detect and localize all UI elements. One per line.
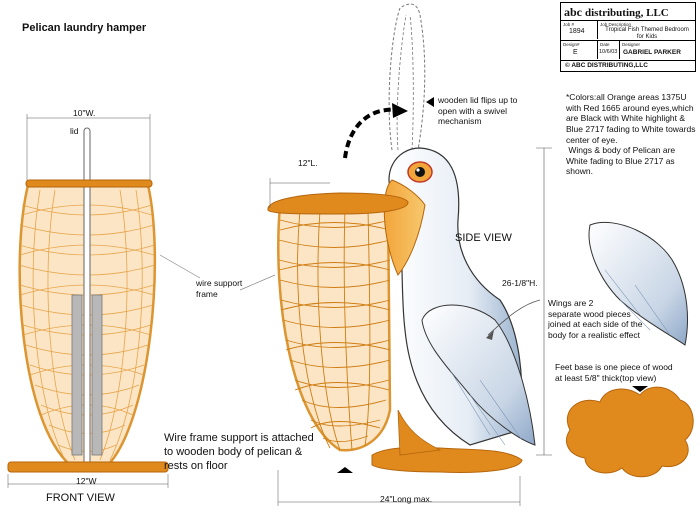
- lid-open-outline: [388, 3, 426, 151]
- date-label: Date: [600, 42, 610, 47]
- front-center-post: [83, 127, 91, 469]
- feet-note: Feet base is one piece of wood at least …: [555, 362, 673, 383]
- date-value: 10/6/03: [599, 49, 618, 55]
- dim-height: 26-1/8"H.: [502, 278, 538, 288]
- lid-label: lid: [70, 126, 79, 136]
- dim-front-width: 10"W.: [73, 108, 96, 118]
- wings-note: Wings are 2 separate wood pieces joined …: [548, 298, 643, 340]
- design-label: Design#: [563, 42, 580, 47]
- job-value: 1894: [569, 28, 585, 35]
- front-view-drawing: [7, 114, 169, 488]
- logo-abc: abc: [564, 5, 582, 19]
- front-view-label: FRONT VIEW: [46, 492, 115, 504]
- side-lid: [267, 192, 409, 215]
- flip-arrow: [343, 107, 396, 159]
- side-feet-base: [371, 447, 523, 473]
- side-view-drawing: [267, 3, 552, 506]
- pelican-eye: [415, 167, 425, 177]
- job-label: Job #: [563, 22, 575, 27]
- page-title: Pelican laundry hamper: [22, 22, 147, 34]
- colors-note: *Colors:all Orange areas 1375U with Red …: [566, 92, 696, 177]
- copyright: © ABC DISTRIBUTING,LLC: [565, 62, 648, 69]
- title-block: abc distributing, LLC Job # 1894 Job Des…: [560, 2, 696, 72]
- triangle-bullet-icon: [424, 96, 436, 108]
- front-lid: [25, 179, 153, 188]
- detached-wing: [588, 221, 689, 346]
- dim-side-lid: 12"L.: [298, 158, 318, 168]
- feet-base-top: [566, 386, 694, 478]
- logo-text: distributing, LLC: [585, 7, 669, 19]
- desc-label: Job Description: [600, 22, 632, 27]
- designer-value: GABRIEL PARKER: [623, 49, 681, 56]
- side-view-label: SIDE VIEW: [455, 232, 512, 244]
- designer-label: Designer: [622, 42, 641, 47]
- dim-front-base: 12"W: [76, 476, 97, 486]
- design-value: E: [573, 49, 578, 56]
- wire-attached-note: Wire frame support is attached to wooden…: [164, 432, 314, 472]
- desc-value: Tropical Fish Themed Bedroom for Kids: [605, 27, 689, 40]
- front-base: [7, 461, 169, 473]
- pelican-wing: [421, 304, 536, 446]
- wire-support-label: wire support frame: [196, 278, 243, 299]
- lid-note: wooden lid flips up to open with a swive…: [438, 95, 518, 127]
- dim-length: 24"Long max.: [380, 494, 433, 504]
